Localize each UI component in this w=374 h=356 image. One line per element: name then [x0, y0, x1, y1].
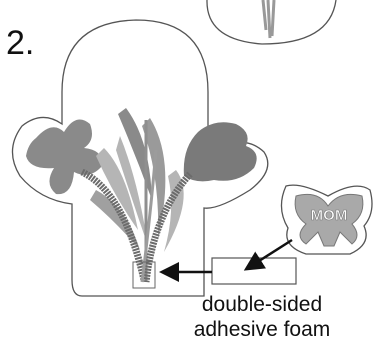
mom-bow-badge: MOM: [281, 185, 372, 254]
previous-step-cutout: [207, 0, 336, 44]
step-number: 2.: [6, 26, 34, 60]
adhesive-foam-rect: [212, 258, 296, 284]
badge-text: MOM: [311, 207, 348, 224]
callout-line-1: double-sided: [150, 293, 374, 317]
callout-line-2: adhesive foam: [150, 318, 374, 342]
